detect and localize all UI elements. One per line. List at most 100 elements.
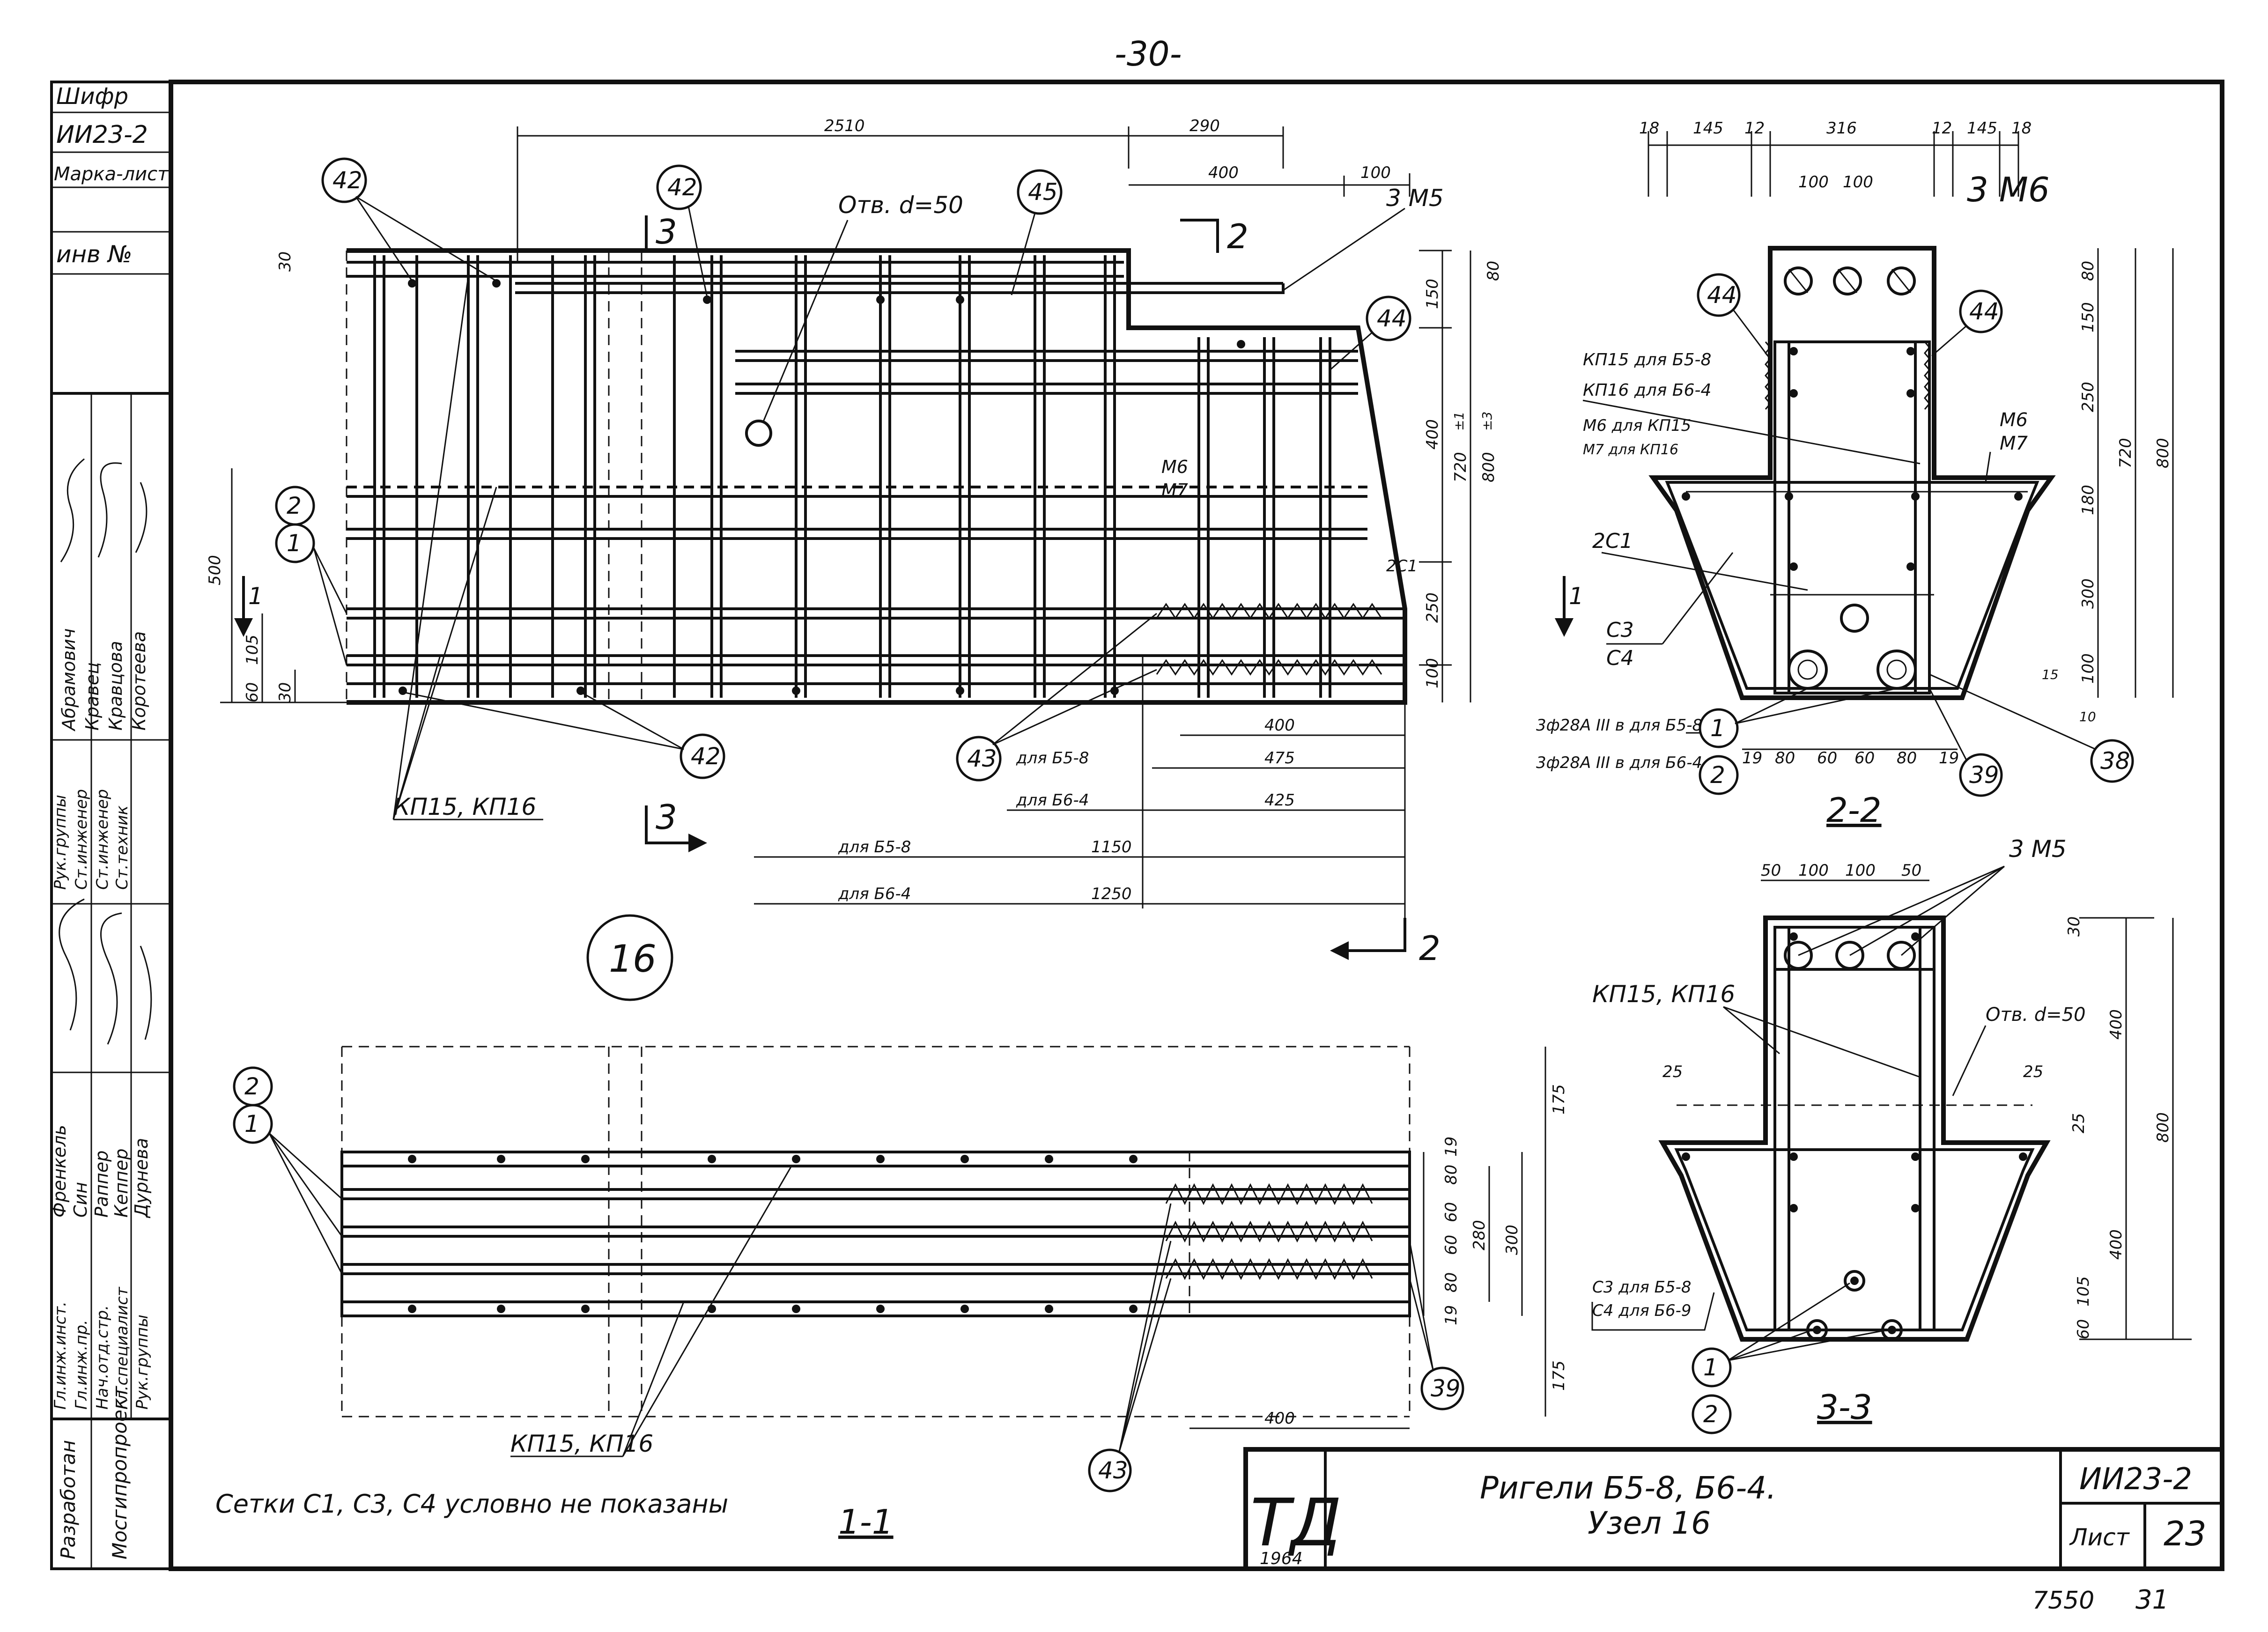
label-hole-33: Отв. d=50: [1986, 1004, 2086, 1026]
dim-280-11: 280: [1470, 1220, 1489, 1250]
label-m6-22: М6: [2000, 409, 2028, 431]
svg-text:42: 42: [667, 174, 697, 201]
svg-text:42: 42: [332, 167, 362, 194]
label-m7-kp16: М7 для КП16: [1583, 442, 1678, 458]
dim-720-main: 720: [1451, 452, 1470, 482]
label-for-b64-a: для Б6-4: [1016, 791, 1089, 810]
label-rebar-b64: 3ф28А ΙΙΙ в для Б6-4: [1536, 753, 1702, 772]
svg-text:1: 1: [1569, 583, 1584, 610]
cipher-label: Шифр: [56, 83, 128, 110]
dim-400-bot: 400: [1264, 716, 1295, 735]
section-marker-3-top: 3: [645, 212, 677, 253]
dim-300-11: 300: [1503, 1225, 1522, 1255]
main-elevation: 2510 290 400 100: [206, 117, 1584, 1001]
dim-25-c-33: 25: [2069, 1113, 2088, 1133]
dim-290: 290: [1189, 117, 1220, 135]
dim-400-top: 400: [1208, 163, 1239, 182]
label-hole-top: Отв. d=50: [838, 192, 963, 219]
callout-44-b: 44: [1959, 289, 2003, 333]
section-3-3-title: 3-3: [1817, 1388, 1872, 1427]
callout-node-16: 16: [586, 914, 673, 1001]
dim-60-a-11: 60: [1442, 1202, 1461, 1222]
drawing-title-line2: Узел 16: [1588, 1505, 1711, 1541]
callout-42-a: 42: [321, 157, 367, 203]
role-5: Рук.группы: [133, 1314, 152, 1410]
section-marker-2-bot: 2: [1330, 918, 1441, 968]
drawing-title-line1: Ригели Б5-8, Б6-4.: [1480, 1470, 1776, 1506]
label-3m5-33: 3 М5: [2009, 835, 2067, 863]
label-kp16-b64: КП16 для Б6-4: [1583, 381, 1711, 400]
dim-250-main: 250: [1423, 592, 1442, 623]
section-2-2-title: 2-2: [1826, 790, 1882, 830]
dim-pm1-main: ±1: [1451, 412, 1467, 431]
callout-2-22: 2: [1699, 755, 1739, 795]
dim-100v-main: 100: [1423, 658, 1442, 688]
label-for-b58-b: для Б5-8: [838, 838, 911, 857]
page-index: 31: [2135, 1585, 2169, 1615]
dim-60-b-11: 60: [1442, 1235, 1461, 1255]
dim-100-b-22: 100: [1843, 173, 1873, 192]
name-1: Френкель: [49, 1125, 70, 1218]
dim-425: 425: [1264, 791, 1295, 810]
svg-text:2: 2: [244, 1073, 259, 1100]
name-9: Коротеева: [129, 631, 149, 731]
label-m6-kp15: М6 для КП15: [1583, 416, 1691, 435]
name-6: Абрамович: [59, 628, 79, 732]
label-for-b64-b: для Б6-4: [838, 885, 911, 903]
inv-label: инв №: [56, 241, 133, 268]
svg-text:44: 44: [1707, 281, 1737, 309]
svg-text:3: 3: [656, 798, 677, 837]
dim-12-b: 12: [1932, 119, 1952, 138]
dim-80-main: 80: [1484, 261, 1503, 281]
section-marker-2-top: 2: [1180, 217, 1249, 256]
dim-50-a-33: 50: [1761, 861, 1781, 880]
callout-1-33: 1: [1692, 1347, 1732, 1388]
title-block: ТД 1964 Ригели Б5-8, Б6-4. Узел 16 ИИ23-…: [1243, 1447, 2224, 1571]
role-2: Гл.инж.пр.: [72, 1320, 91, 1410]
label-c3: С3: [1606, 618, 1634, 642]
dim-180-r: 180: [2079, 485, 2098, 515]
svg-text:1: 1: [248, 583, 263, 610]
dim-60-a-22: 60: [1817, 749, 1837, 768]
dim-150-r: 150: [2079, 302, 2098, 332]
callout-39-22: 39: [1959, 753, 2003, 797]
dim-19-b-11: 19: [1442, 1305, 1461, 1325]
dim-19-b-22: 19: [1939, 749, 1959, 768]
label-m7-22: М7: [2000, 433, 2028, 454]
dim-400-11: 400: [1264, 1409, 1295, 1428]
section-2-2: 18 145 12 316 12 145 18 100 100 3 М6 К: [1536, 119, 2174, 830]
svg-text:38: 38: [2100, 747, 2130, 775]
svg-text:1: 1: [244, 1110, 259, 1137]
dim-100-top: 100: [1360, 163, 1391, 182]
dim-25-b-33: 25: [2023, 1063, 2043, 1081]
callout-2-main: 2: [275, 486, 315, 526]
dim-800-33: 800: [2154, 1112, 2172, 1143]
label-m6: М6: [1161, 457, 1188, 477]
dim-18-a: 18: [1639, 119, 1659, 138]
label-2c1: 2С1: [1592, 529, 1633, 553]
section-1-1: 175 19 80 60 60 80 19 280 300 175 400 2 …: [215, 1046, 1568, 1542]
hole-d50: [745, 420, 772, 447]
callout-39-11: 39: [1420, 1366, 1464, 1410]
dim-30-top-main: 30: [276, 251, 295, 272]
dim-100-b-33: 100: [1845, 861, 1876, 880]
label-3m6: 3 М6: [1967, 170, 2050, 209]
note-meshes: Сетки С1, С3, С4 условно не показаны: [215, 1489, 728, 1519]
callout-45: 45: [1017, 169, 1063, 215]
role-9: Ст.техник: [113, 805, 132, 890]
role-1: Гл.инж.инст.: [51, 1301, 70, 1410]
dim-80-a-11: 80: [1442, 1165, 1461, 1185]
dim-2510: 2510: [824, 117, 865, 135]
callout-1-22: 1: [1699, 708, 1739, 748]
section-1-1-title: 1-1: [838, 1502, 894, 1542]
dim-1150: 1150: [1091, 838, 1132, 857]
label-c3-b58: С3 для Б5-8: [1592, 1278, 1692, 1297]
dim-60-33: 60: [2074, 1319, 2093, 1339]
callout-42-b: 42: [656, 164, 702, 210]
dim-175-b-11: 175: [1550, 1360, 1568, 1391]
left-stamp: Шифр ИИ23-2 Марка-лист инв № Гл.инж.инст…: [49, 81, 172, 1570]
dim-105-33: 105: [2074, 1276, 2093, 1307]
dim-60-b-22: 60: [1854, 749, 1875, 768]
dim-18-b: 18: [2011, 119, 2032, 138]
dim-145-b: 145: [1967, 119, 1997, 138]
